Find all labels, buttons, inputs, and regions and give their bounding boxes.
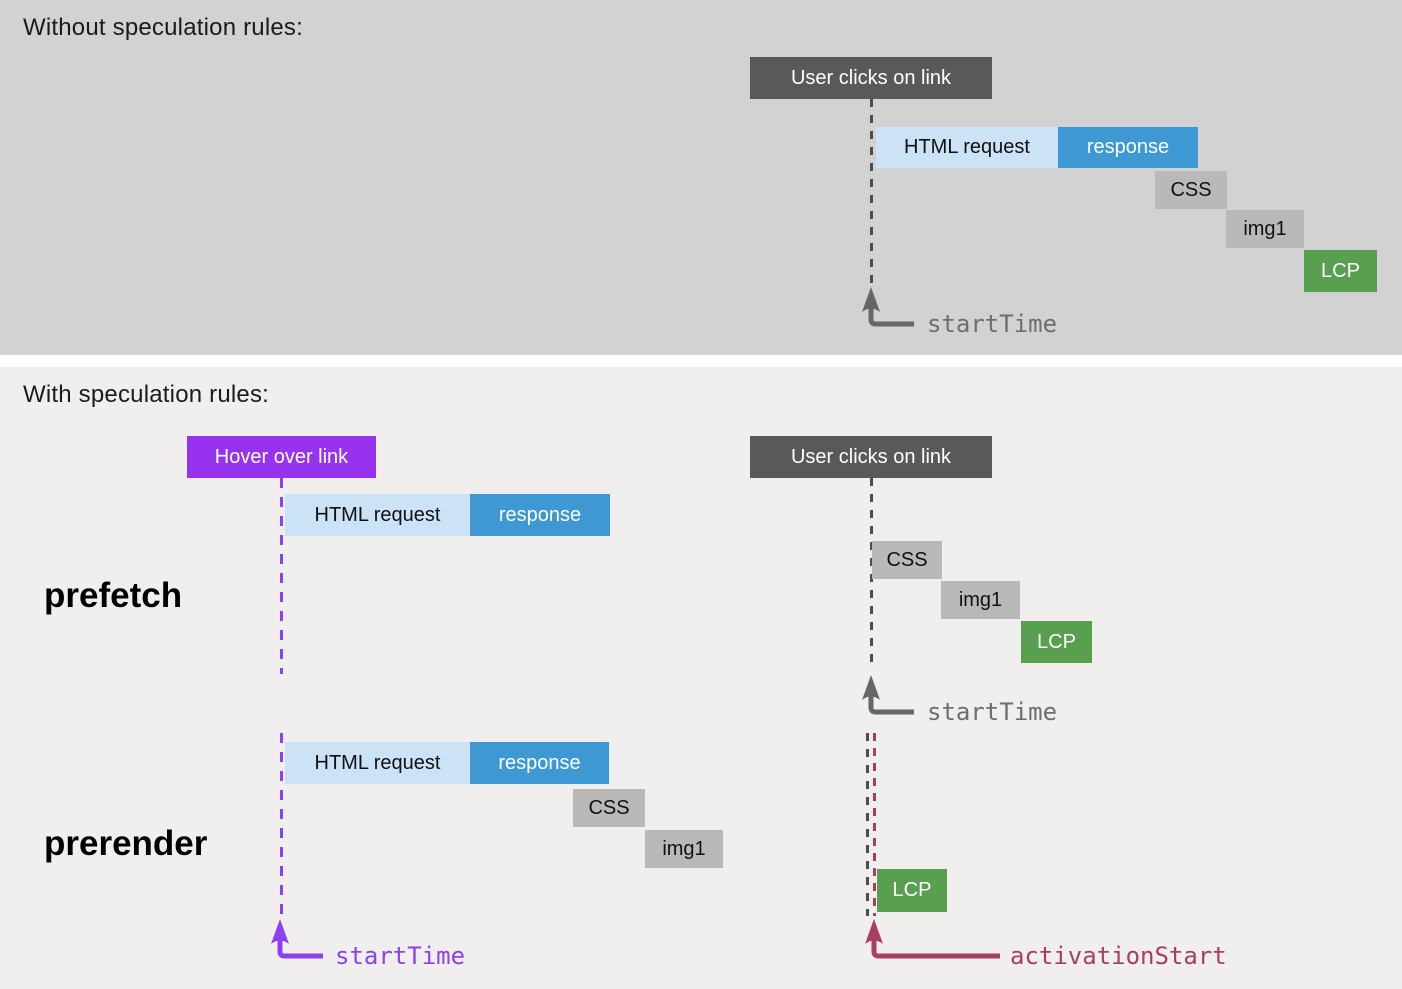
bar-label: img1 xyxy=(662,837,706,860)
timeline-dashed-line-hover-prefetch xyxy=(280,478,283,674)
bar-label: img1 xyxy=(1243,217,1287,240)
start-time-arrow-icon xyxy=(862,287,914,327)
timeline-dashed-line-hover-prerender xyxy=(280,733,283,915)
bar-label: img1 xyxy=(958,588,1003,611)
start-time-arrow-icon xyxy=(862,675,914,715)
start-time-label: startTime xyxy=(335,942,466,970)
bar-label: response xyxy=(1086,136,1170,158)
bar-label: CSS xyxy=(1170,178,1212,201)
row-label-prerender: prerender xyxy=(44,824,208,863)
timeline-dashed-line-click xyxy=(870,99,873,285)
bar-label: CSS xyxy=(588,796,630,819)
bar-lcp: LCP xyxy=(1021,621,1092,663)
start-time-label: startTime xyxy=(927,698,1058,726)
event-label: User clicks on link xyxy=(790,445,952,468)
bar-response: response xyxy=(1058,127,1198,168)
timeline-dashed-line-click-prefetch xyxy=(870,478,873,668)
bar-css: CSS xyxy=(1155,171,1227,209)
bar-img1: img1 xyxy=(941,581,1020,619)
bar-label: HTML request xyxy=(904,136,1030,158)
bar-css: CSS xyxy=(573,789,645,827)
bar-response: response xyxy=(470,494,610,536)
start-time-arrow-icon xyxy=(271,919,323,959)
row-label-prefetch: prefetch xyxy=(44,576,183,615)
activation-start-arrow-icon xyxy=(865,919,1000,959)
bar-label: CSS xyxy=(886,548,928,571)
timeline-dashed-line-activation xyxy=(873,733,876,916)
bar-label: response xyxy=(498,503,582,526)
bar-label: LCP xyxy=(1321,259,1360,282)
event-label: User clicks on link xyxy=(790,66,952,89)
bar-label: HTML request xyxy=(314,503,441,526)
bar-img1: img1 xyxy=(645,830,723,868)
bar-response: response xyxy=(470,742,609,784)
bar-lcp: LCP xyxy=(877,869,947,912)
section-title-without: Without speculation rules: xyxy=(23,14,304,41)
section-title-with: With speculation rules: xyxy=(23,381,270,408)
activation-start-label: activationStart xyxy=(1010,942,1227,970)
timeline-dashed-line-click-prerender xyxy=(866,733,869,916)
bar-html-request: HTML request xyxy=(285,742,470,784)
bar-label: response xyxy=(498,751,581,774)
bar-html-request: HTML request xyxy=(285,494,470,536)
bar-img1: img1 xyxy=(1226,210,1304,248)
start-time-label: startTime xyxy=(927,310,1058,338)
bar-lcp: LCP xyxy=(1304,250,1377,292)
bar-label: LCP xyxy=(1037,630,1076,653)
bar-label: LCP xyxy=(892,879,932,901)
event-box-hover-link: Hover over link xyxy=(187,436,376,478)
event-box-user-clicks: User clicks on link xyxy=(750,57,992,99)
bar-html-request: HTML request xyxy=(876,127,1058,168)
bar-css: CSS xyxy=(872,541,942,579)
event-box-user-clicks: User clicks on link xyxy=(750,436,992,478)
event-label: Hover over link xyxy=(214,445,349,468)
bar-label: HTML request xyxy=(314,751,441,774)
